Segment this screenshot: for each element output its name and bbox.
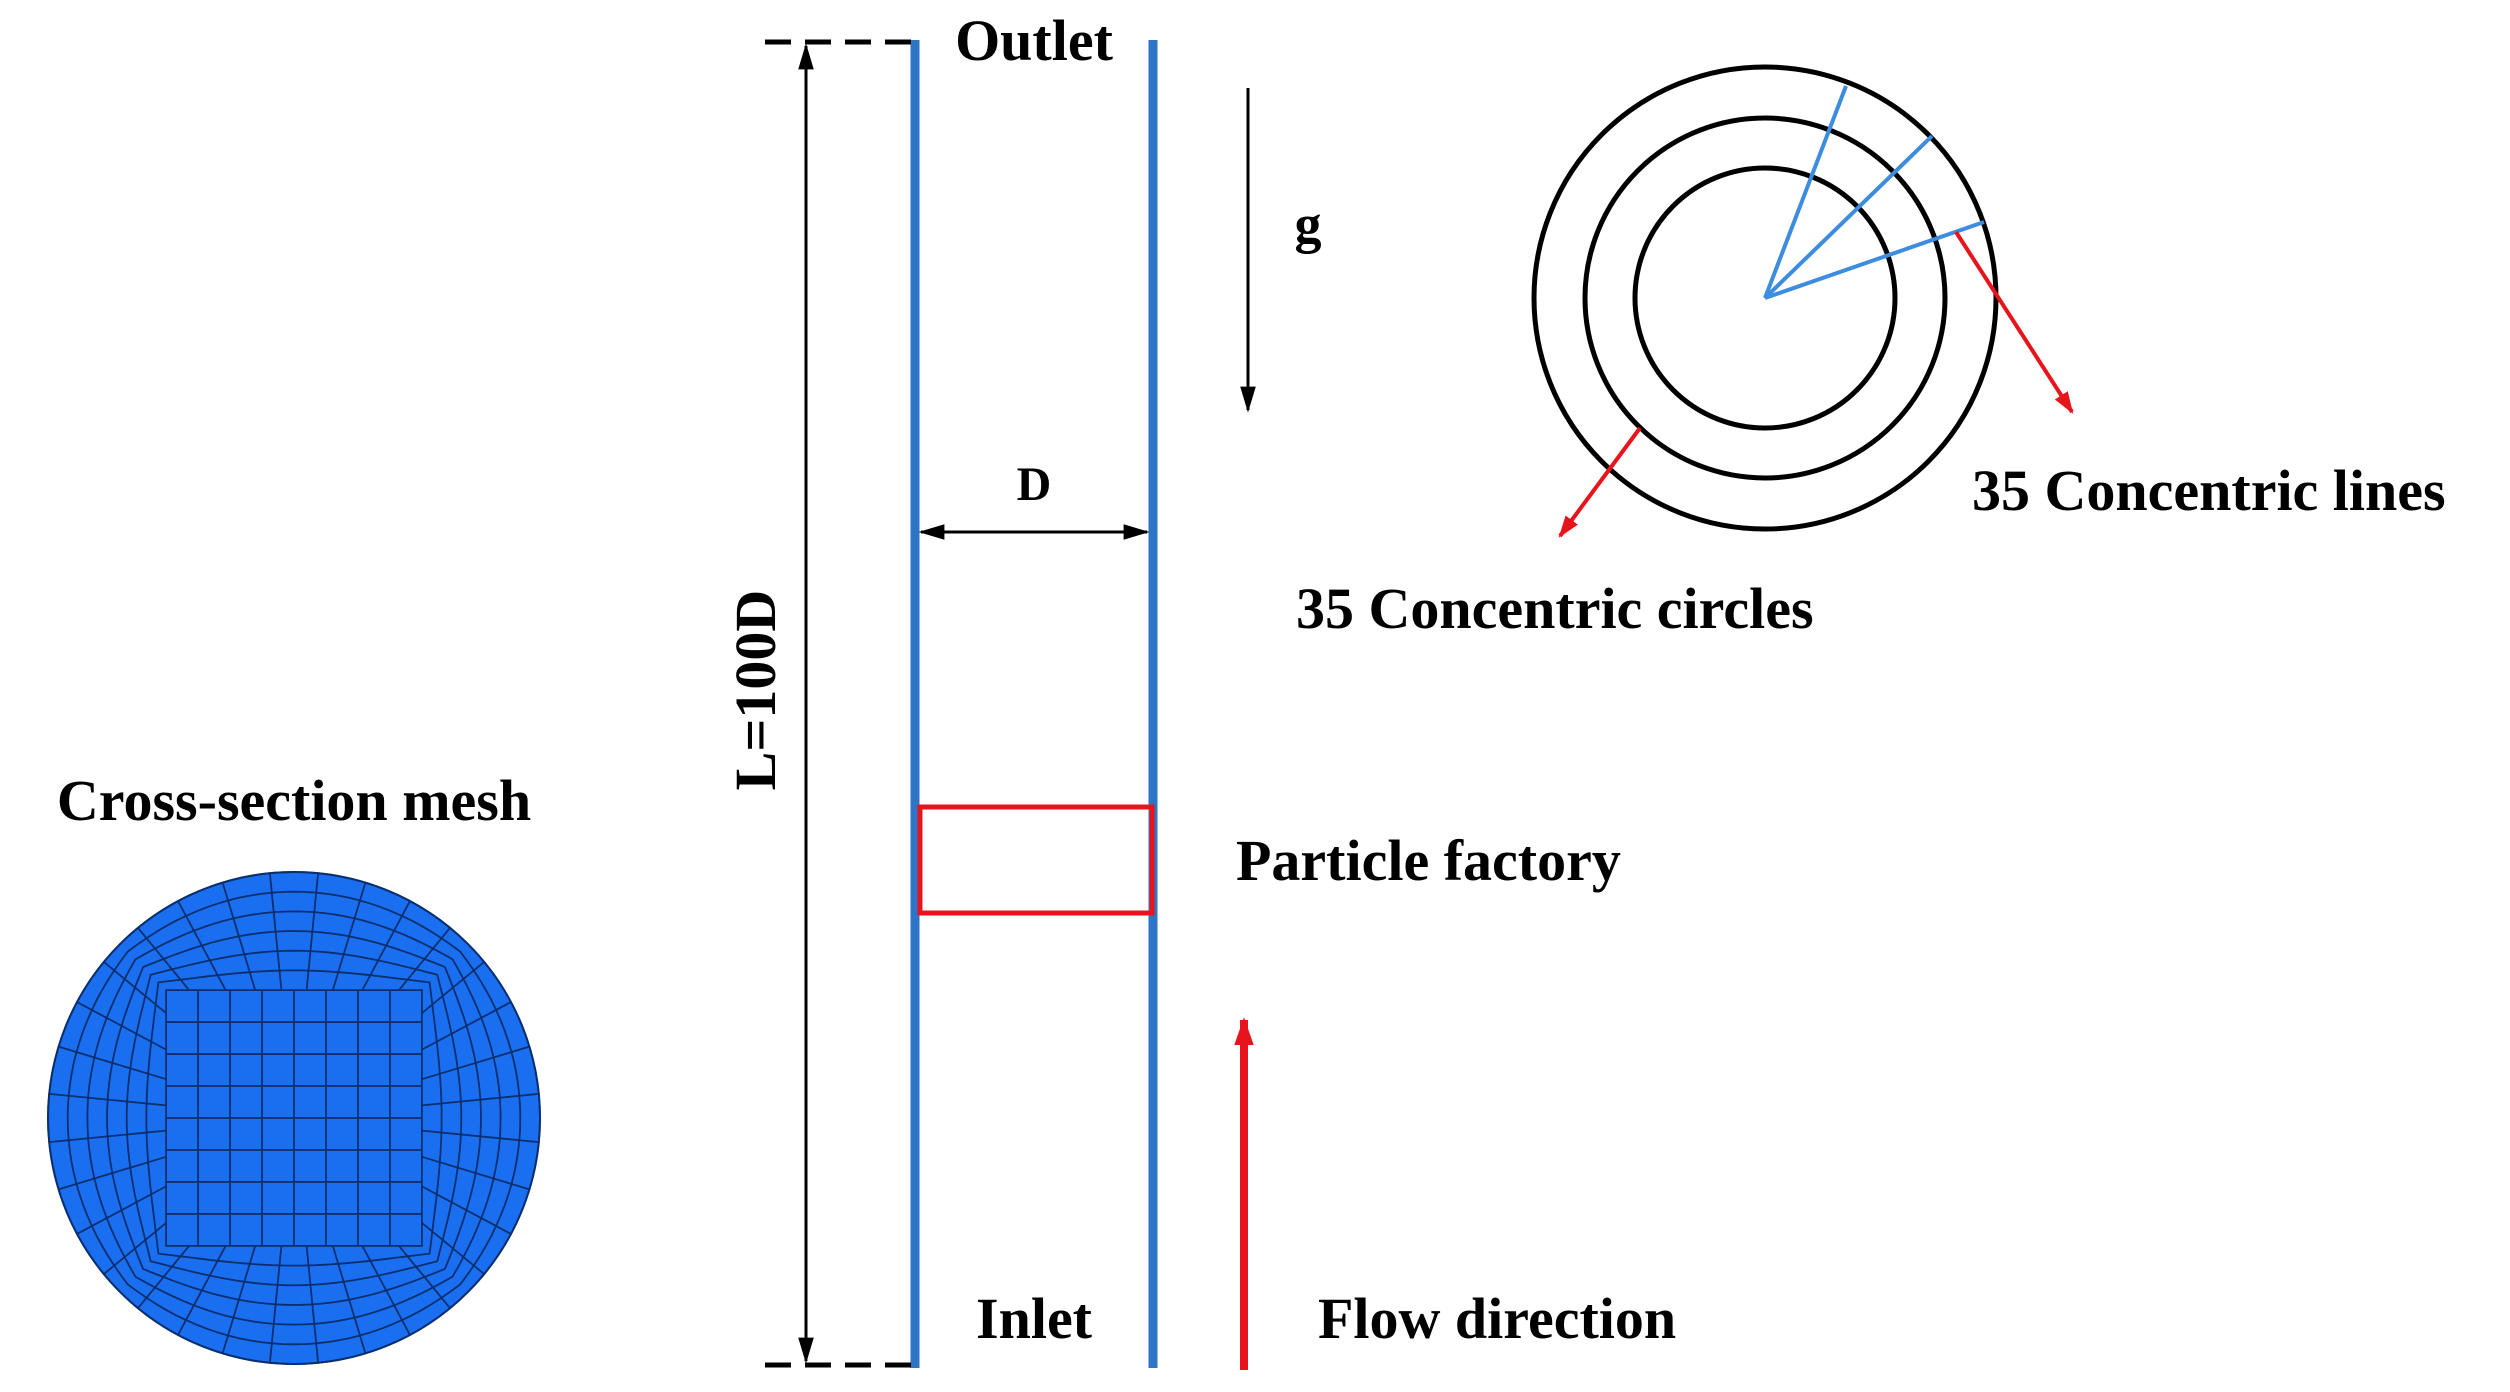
mesh-spoke-line [137, 1245, 190, 1309]
mesh-spoke-line [305, 1245, 320, 1363]
mesh-spoke-line [49, 1129, 167, 1144]
mesh-spoke-line [421, 1222, 485, 1275]
mesh-spoke-line [58, 1155, 167, 1191]
mesh-ring-line [86, 910, 502, 1326]
mesh-spoke-line [421, 1155, 530, 1191]
flow-direction-label: Flow direction [1318, 1286, 1676, 1351]
length-dimension: L=100D [723, 39, 911, 1368]
mesh-spoke-line [421, 1185, 512, 1235]
mesh-spoke-line [76, 1001, 167, 1051]
concentric-circles-pointer [1558, 426, 1642, 538]
mesh-spoke-line [421, 961, 485, 1014]
mesh-ring-line [106, 930, 482, 1306]
outlet-label: Outlet [955, 8, 1114, 73]
length-label: L=100D [723, 590, 788, 791]
mesh-spoke-line [421, 1045, 530, 1081]
radial-line [1763, 85, 1848, 299]
mesh-spoke-line [76, 1185, 167, 1235]
diameter-dimension: D [918, 458, 1150, 540]
particle-factory-box [917, 804, 1155, 916]
inner-circle [1632, 165, 1898, 431]
concentric-detail: 35 Concentric lines 35 Concentric circle… [1296, 64, 2446, 641]
inlet-label: Inlet [976, 1286, 1093, 1351]
mesh-spoke-line [421, 1092, 539, 1107]
diameter-label: D [1017, 458, 1052, 511]
concentric-lines-pointer [1954, 230, 2074, 414]
mesh-spoke-line [221, 1245, 257, 1354]
mesh-ring-line [66, 890, 522, 1346]
outer-circle [1531, 64, 1999, 532]
cross-section-mesh [47, 871, 541, 1365]
mesh-spoke-line [361, 1245, 411, 1336]
flow-direction-indicator: Flow direction [1234, 1017, 1676, 1370]
mesh-spoke-line [58, 1045, 167, 1081]
radial-line [1764, 220, 1985, 300]
mesh-spoke-line [331, 1245, 367, 1354]
mesh-ring-line [125, 949, 463, 1287]
concentric-lines-label: 35 Concentric lines [1972, 458, 2446, 523]
mesh-spoke-line [103, 961, 167, 1014]
mesh-spoke-line [398, 927, 451, 991]
particle-factory-label: Particle factory [1236, 828, 1621, 893]
mesh-spoke-line [421, 1001, 512, 1051]
mesh-spoke-line [103, 1222, 167, 1275]
mesh-spoke-line [177, 900, 227, 991]
mesh-spoke-line [421, 1129, 539, 1144]
mesh-spoke-line [177, 1245, 227, 1336]
mesh-spoke-line [268, 1245, 283, 1363]
mesh-spoke-line [268, 873, 283, 991]
mesh-spoke-line [221, 882, 257, 991]
mesh-spoke-line [398, 1245, 451, 1309]
gravity-indicator: g [1240, 88, 1322, 413]
mesh-spoke-line [305, 873, 320, 991]
mesh-spoke-line [361, 900, 411, 991]
mesh-spoke-line [49, 1092, 167, 1107]
mesh-spoke-line [137, 927, 190, 991]
gravity-label: g [1295, 194, 1322, 254]
pipe [910, 40, 1158, 1368]
cross-section-label: Cross-section mesh [57, 768, 531, 833]
mesh-spoke-line [331, 882, 367, 991]
mesh-ring-line [145, 969, 443, 1267]
radial-line [1763, 134, 1934, 300]
middle-circle [1582, 115, 1948, 481]
mesh-ring-line [47, 871, 541, 1365]
concentric-circles-label: 35 Concentric circles [1296, 576, 1814, 641]
